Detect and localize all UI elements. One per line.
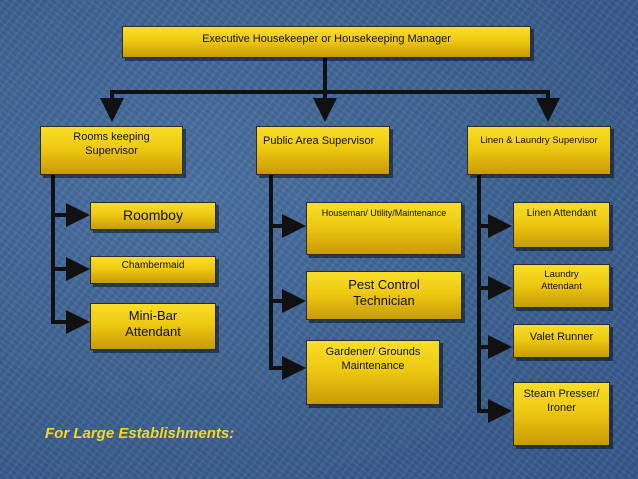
minibar-attendant-label: Mini-Bar Attendant [125, 308, 181, 340]
pest-control-box: Pest Control Technician [306, 271, 462, 320]
valet-runner-box: Valet Runner [513, 324, 610, 358]
valet-runner-label: Valet Runner [529, 331, 594, 343]
rooms-supervisor-label: Rooms keeping Supervisor [73, 131, 150, 157]
rooms-supervisor-box: Rooms keeping Supervisor [40, 126, 183, 175]
gardener-label: Gardener/ Grounds Maintenance [325, 346, 421, 372]
laundry-attendant-label: Laundry Attendant [541, 269, 582, 292]
gardener-box: Gardener/ Grounds Maintenance [306, 340, 440, 405]
linen-supervisor-label: Linen & Laundry Supervisor [480, 135, 598, 146]
footnote: For Large Establishments: [45, 425, 235, 442]
chambermaid-label: Chambermaid [121, 260, 185, 271]
roomboy-box: Roomboy [90, 202, 216, 230]
roomboy-label: Roomboy [123, 207, 183, 223]
linen-supervisor-box: Linen & Laundry Supervisor [467, 126, 611, 175]
public-supervisor-box: Public Area Supervisor [256, 126, 390, 175]
houseman-box: Houseman/ Utility/Maintenance [306, 202, 462, 255]
chambermaid-box: Chambermaid [90, 256, 216, 284]
steam-presser-label: Steam Presser/ Ironer [523, 388, 600, 414]
houseman-label: Houseman/ Utility/Maintenance [321, 208, 447, 218]
executive-housekeeper-label: Executive Housekeeper or Housekeeping Ma… [202, 33, 451, 45]
minibar-attendant-box: Mini-Bar Attendant [90, 303, 216, 350]
pest-control-label: Pest Control Technician [348, 277, 420, 309]
linen-attendant-box: Linen Attendant [513, 202, 610, 248]
executive-housekeeper-box: Executive Housekeeper or Housekeeping Ma… [122, 26, 531, 58]
linen-attendant-label: Linen Attendant [526, 208, 597, 219]
laundry-attendant-box: Laundry Attendant [513, 264, 610, 308]
steam-presser-box: Steam Presser/ Ironer [513, 382, 610, 446]
public-supervisor-label: Public Area Supervisor [263, 135, 375, 147]
